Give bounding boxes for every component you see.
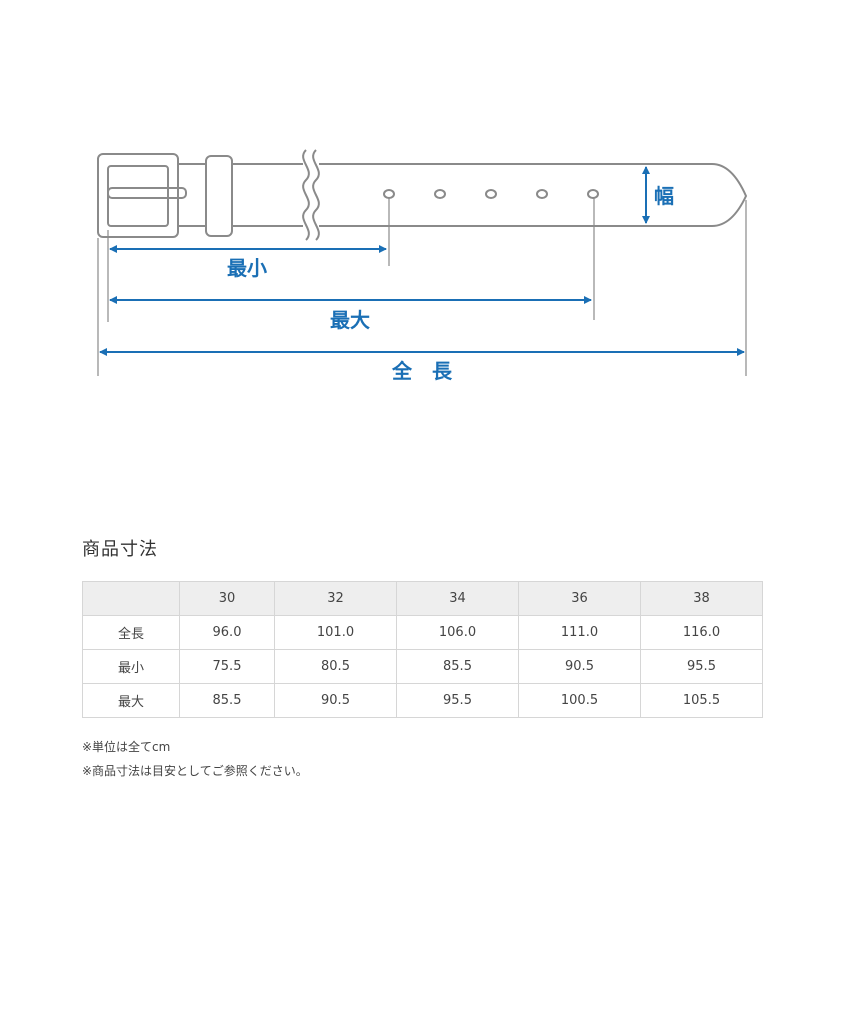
section-title: 商品寸法 — [82, 539, 158, 560]
table-cell: 75.5 — [179, 649, 275, 684]
belt-hole — [434, 189, 446, 199]
buckle-inner — [107, 165, 169, 227]
table-cell: 106.0 — [396, 615, 519, 650]
dimension-lines — [99, 166, 745, 356]
table-row: 最大 85.5 90.5 95.5 100.5 105.5 — [82, 683, 763, 718]
belt-hole — [383, 189, 395, 199]
belt-break-mark — [302, 149, 320, 241]
buckle-frame — [97, 153, 179, 238]
belt-diagram: 最小 最大 全 長 幅 — [97, 149, 748, 383]
buckle-prong — [107, 187, 187, 199]
table-header-cell: 34 — [396, 581, 519, 616]
table-cell: 111.0 — [518, 615, 641, 650]
table-cell: 80.5 — [274, 649, 397, 684]
row-label: 最大 — [82, 683, 180, 718]
min-label: 最小 — [227, 256, 267, 280]
belt-hole — [587, 189, 599, 199]
table-header-cell — [82, 581, 180, 616]
belt-strap-near — [178, 163, 303, 227]
row-label: 全長 — [82, 615, 180, 650]
belt-hole — [485, 189, 497, 199]
table-cell: 85.5 — [396, 649, 519, 684]
table-cell: 96.0 — [179, 615, 275, 650]
table-cell: 85.5 — [179, 683, 275, 718]
table-cell: 95.5 — [640, 649, 763, 684]
table-cell: 95.5 — [396, 683, 519, 718]
belt-buckle — [97, 153, 187, 238]
table-cell: 90.5 — [518, 649, 641, 684]
table-cell: 101.0 — [274, 615, 397, 650]
table-cell: 105.5 — [640, 683, 763, 718]
size-table: 30 32 34 36 38 全長 96.0 101.0 106.0 111.0… — [82, 581, 763, 718]
belt-keeper — [205, 155, 233, 237]
table-cell: 100.5 — [518, 683, 641, 718]
table-header-cell: 38 — [640, 581, 763, 616]
unit-note: ※単位は全てcm — [82, 740, 171, 754]
extension-lines — [97, 198, 747, 376]
table-header-cell: 30 — [179, 581, 275, 616]
row-label: 最小 — [82, 649, 180, 684]
belt-strap-main — [319, 163, 748, 227]
table-row: 最小 75.5 80.5 85.5 90.5 95.5 — [82, 649, 763, 684]
table-header-cell: 36 — [518, 581, 641, 616]
reference-note: ※商品寸法は目安としてご参照ください。 — [82, 764, 308, 778]
max-label: 最大 — [330, 308, 370, 332]
total-length-label: 全 長 — [391, 359, 453, 383]
belt-holes — [383, 189, 599, 199]
belt-hole — [536, 189, 548, 199]
table-cell: 90.5 — [274, 683, 397, 718]
width-label: 幅 — [654, 184, 674, 208]
table-header-cell: 32 — [274, 581, 397, 616]
table-cell: 116.0 — [640, 615, 763, 650]
table-header-row: 30 32 34 36 38 — [82, 581, 763, 616]
table-row: 全長 96.0 101.0 106.0 111.0 116.0 — [82, 615, 763, 650]
